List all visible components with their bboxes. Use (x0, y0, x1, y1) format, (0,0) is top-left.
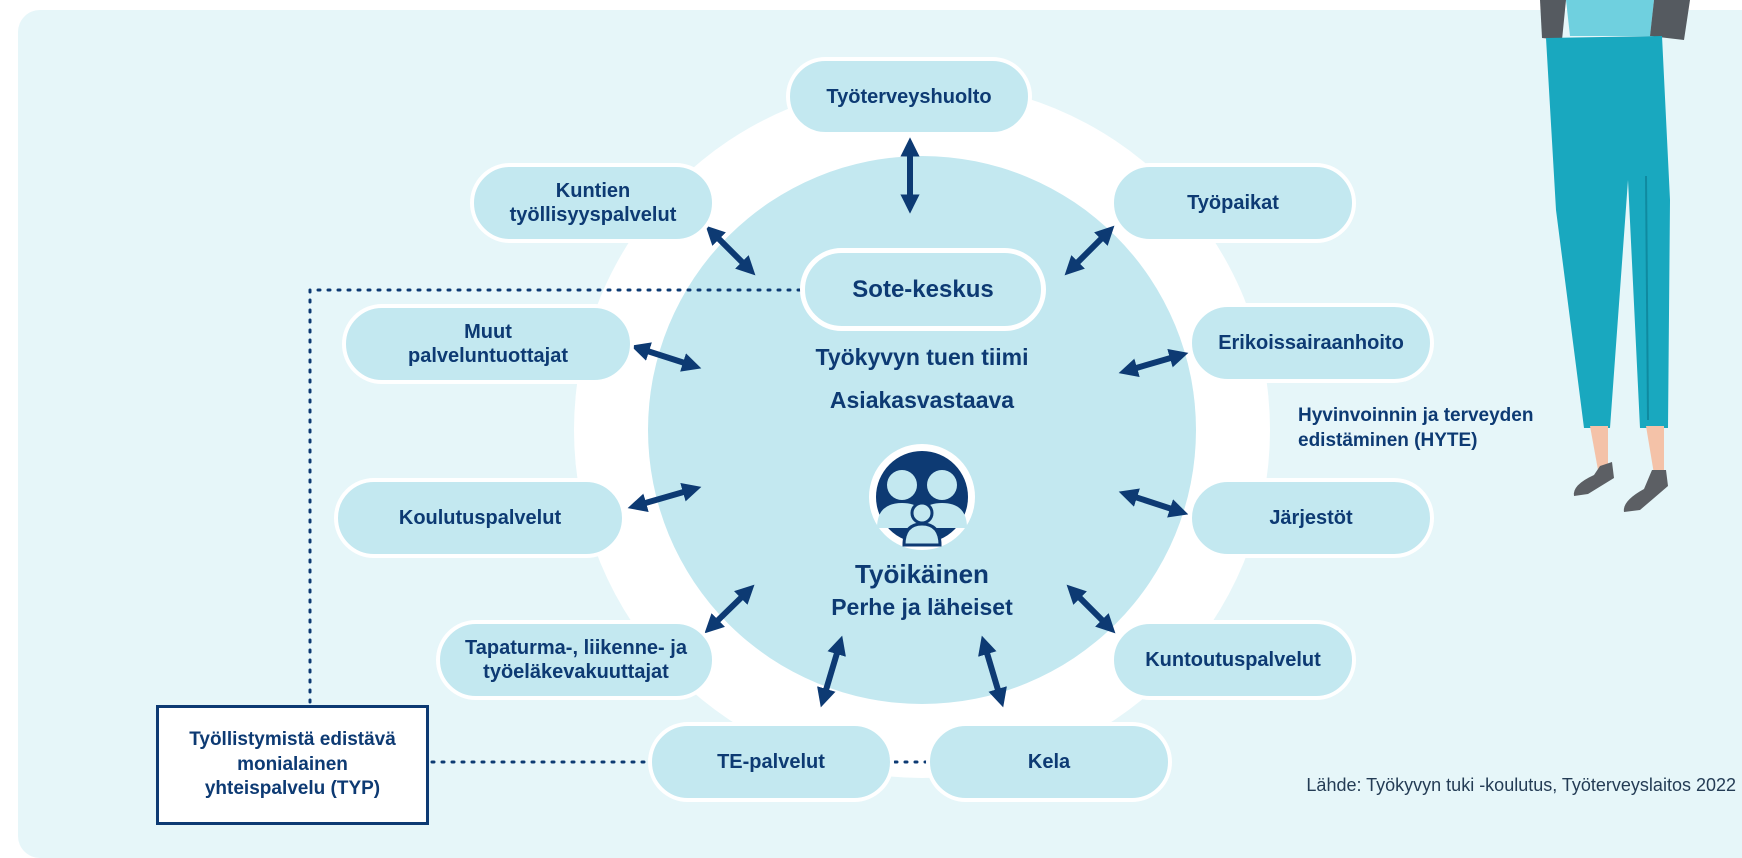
double-arrow-icon (1118, 349, 1189, 377)
source-caption: Lähde: Työkyvyn tuki -koulutus, Työterve… (1306, 775, 1736, 795)
node-kuntoutuspalvelut: Kuntoutuspalvelut (1110, 620, 1356, 700)
node-tyopaikat: Työpaikat (1110, 163, 1356, 243)
double-arrow-icon (704, 584, 755, 634)
sote-keskus: Sote-keskus (800, 248, 1046, 331)
typ-box: Työllistymistä edistävä monialainen yhte… (156, 705, 429, 825)
node-kela: Kela (926, 722, 1172, 802)
node-tyoterveyshuolto: Työterveyshuolto (786, 57, 1032, 136)
hyte-label: Hyvinvoinnin ja terveyden edistäminen (H… (1298, 405, 1534, 451)
double-arrow-icon (817, 635, 846, 708)
node-erikoissairaanhoito: Erikoissairaanhoito (1188, 303, 1434, 383)
node-koulutuspalvelut: Koulutuspalvelut (334, 478, 626, 558)
node-jarjestot: Järjestöt (1188, 478, 1434, 558)
double-arrow-icon (1118, 488, 1189, 518)
node-te-palvelut: TE-palvelut (648, 722, 894, 802)
typ-dotted-connector (308, 288, 802, 708)
double-arrow-icon (627, 482, 702, 513)
asiakasvastaava: Asiakasvastaava (829, 387, 1015, 413)
tyokyvyn-tuen-tiimi: Työkyvyn tuen tiimi (815, 344, 1029, 370)
double-arrow-icon (630, 342, 702, 372)
double-arrow-icon (1064, 225, 1115, 276)
double-arrow-icon (1066, 584, 1116, 634)
node-muut-palveluntuottajat: Muut palveluntuottajat (342, 304, 634, 384)
perhe-ja-laheiset-label: Perhe ja läheiset (831, 594, 1013, 620)
tyoikainen-label: Työikäinen (855, 559, 989, 589)
node-tapaturma-vakuuttajat: Tapaturma-, liikenne- ja työeläkevakuutt… (436, 620, 716, 700)
inner-circle (648, 156, 1196, 704)
double-arrow-icon (705, 225, 756, 276)
double-arrow-icon (978, 635, 1007, 708)
node-kuntien-tyollisyyspalvelut: Kuntien työllisyyspalvelut (470, 163, 716, 243)
person-illustration (1540, 0, 1690, 512)
family-icon (869, 444, 975, 550)
